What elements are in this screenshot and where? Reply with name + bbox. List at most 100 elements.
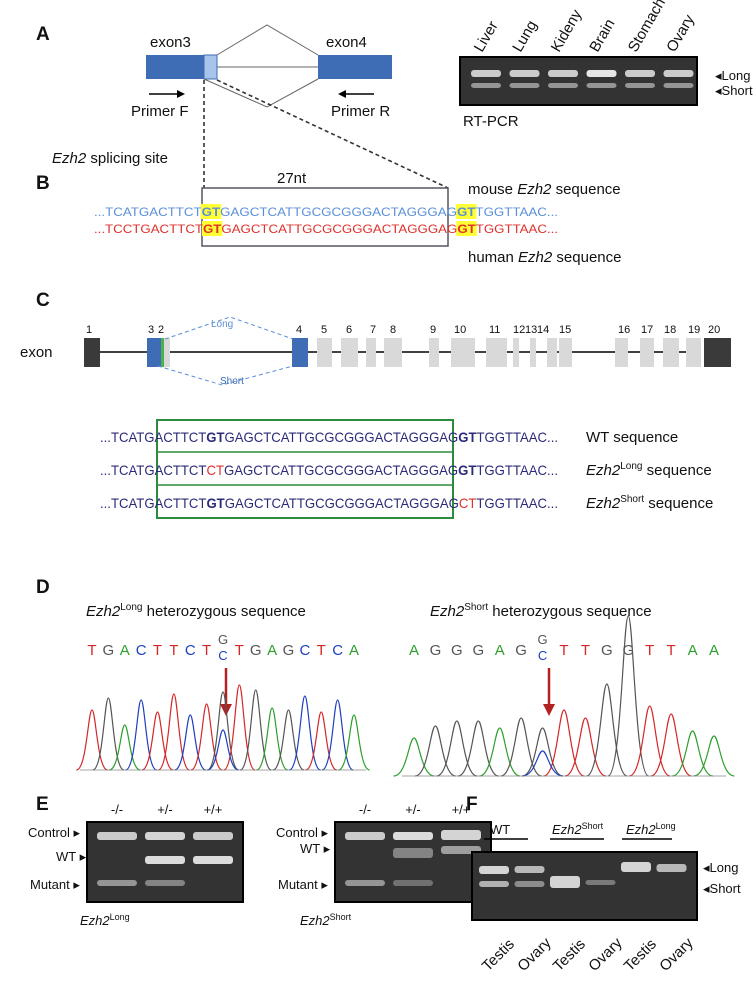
exon-number: 2 [158,324,164,336]
gel-band [441,830,481,840]
exon-number: 5 [321,324,327,336]
trace-peak [500,717,542,777]
base-call: G [622,642,634,659]
gel-band [393,880,433,886]
primer-f-label: Primer F [131,103,189,120]
genotype-label: +/+ [204,802,223,817]
panel-label-a: A [36,24,50,45]
trace-peak [141,711,174,771]
band-short [586,83,617,88]
tissue-label: Brain [586,16,618,55]
band-long [509,70,540,77]
exon-box [451,338,475,367]
exon-number: 15 [559,324,571,336]
base-call: G [250,642,262,659]
exon-box [147,338,161,367]
base-call: A [409,642,419,659]
gel-band [514,866,545,873]
wt-label-right: WT ▸ [300,841,331,856]
base-call: A [688,642,698,659]
mutant-label-left: Mutant ▸ [30,877,80,892]
base-call: G [218,632,228,647]
genotype-label: -/- [359,802,371,817]
exon-box [686,338,701,367]
long-gel-caption: Ezh2Long [80,912,130,928]
trace-peak [125,699,157,771]
short-sequence-label: Ezh2Short sequence [586,494,713,512]
trace-peak [607,615,650,777]
trace-peak [321,699,354,771]
trace-peak [522,750,564,777]
exon-number: 8 [390,324,396,336]
gel-band [97,832,137,840]
wt-sequence: ...TCATGACTTCTGTGAGCTCATTGCGCGGGACTAGGGA… [100,429,558,445]
mutation-arrowhead [543,704,555,716]
exon-box [341,338,358,367]
exon3-extension-box [203,54,218,80]
rt-pcr-label: RT-PCR [463,113,519,130]
tissue-label: Lung [509,18,540,55]
lane-label: Testis [479,936,518,975]
wt-sequence-label: WT sequence [586,429,678,446]
exon-box [366,338,376,367]
mutant-label-right: Mutant ▸ [278,877,328,892]
base-call: C [185,642,196,659]
base-call: A [267,642,277,659]
base-call: G [601,642,613,659]
base-call: C [136,642,147,659]
base-call-alt: C [538,648,547,663]
trace-peak [672,730,714,777]
exon-box [663,338,679,367]
exon-box [615,338,628,367]
trace-peak [108,724,141,771]
exon-box [84,338,100,367]
band-short [663,83,694,88]
trace-peak [436,720,478,777]
exon3-box [146,55,204,79]
band-short-label-f: ◂Short [703,881,741,896]
base-call: G [515,642,527,659]
gel-band [145,880,185,886]
exon-number: 3 [148,324,154,336]
gel-band [345,880,385,886]
exon-box [317,338,332,367]
exon-box [513,338,519,367]
trace-peak [272,709,305,771]
exon-number: 9 [430,324,436,336]
gel-band [145,832,185,840]
lane-label: Ovary [656,934,697,975]
trace-peak [586,683,628,777]
exon-number: 11 [489,324,500,336]
exon-number: 7 [370,324,376,336]
zoom-line-right [216,79,449,189]
exon-box [547,338,557,367]
exon-number: 19 [688,324,700,336]
gel-band [621,862,651,872]
gel-band [393,848,433,858]
long-het-title: Ezh2Long heterozygous sequence [86,602,306,620]
gel-f [471,851,698,921]
trace-peak [479,727,521,777]
highlight-mouse-gt1 [200,204,222,219]
tissue-label: Ovary [663,11,698,55]
trace-peak [157,693,191,771]
gel-a-bands [471,70,694,88]
gel-band [193,832,233,840]
panel-label-f: F [466,794,478,815]
trace-peak [190,703,223,771]
gel-f-bands [479,862,687,888]
human-seq-label: human Ezh2 sequence [468,249,621,266]
wt-label-left: WT ▸ [56,849,87,864]
highlight-human-gt2 [456,221,477,236]
base-call: A [495,642,505,659]
exon-number: 13 [525,324,537,336]
gel-band [345,832,385,840]
group-label-wt: WT [490,822,510,837]
base-call: A [120,642,130,659]
trace-peak [305,711,338,771]
base-call: G [283,642,295,659]
group-label-long: Ezh2Long [626,821,676,837]
